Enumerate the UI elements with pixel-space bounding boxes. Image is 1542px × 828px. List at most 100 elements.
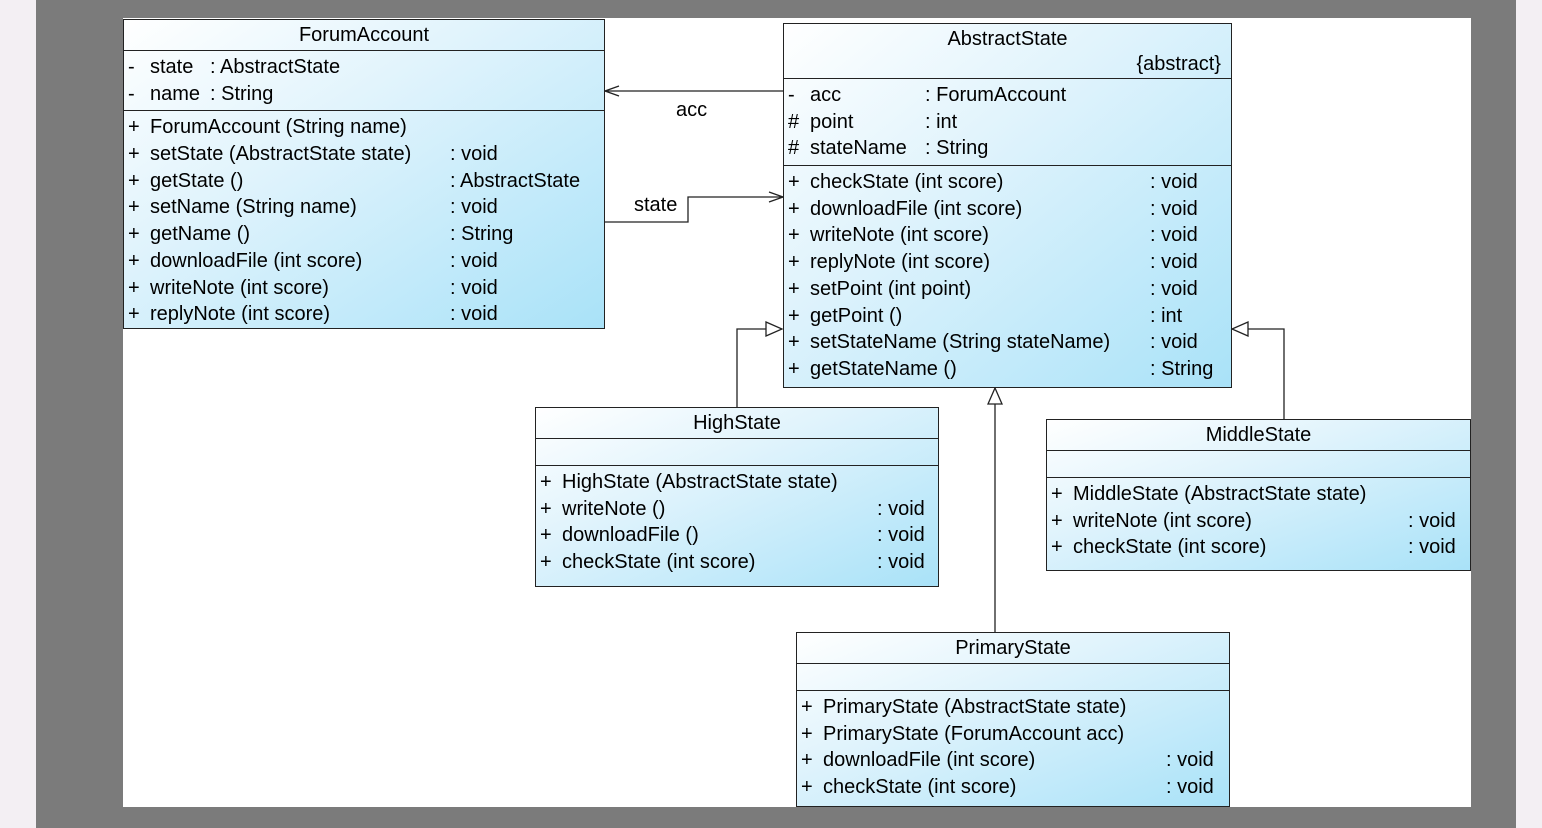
member-type: : String [925, 137, 989, 160]
operation-row[interactable]: +writeNote (int score): void [128, 275, 604, 302]
attribute-row[interactable]: # stateName : String [788, 135, 1231, 162]
operation-row[interactable]: +ForumAccount (String name) [128, 114, 604, 141]
attribute-row[interactable]: -name: String [128, 81, 604, 108]
visibility-marker: + [128, 169, 140, 192]
operation-row[interactable]: +writeNote (): void [540, 496, 938, 523]
operation-row[interactable]: +checkState (int score): void [1051, 534, 1470, 561]
operation-row[interactable]: +downloadFile (int score): void [128, 248, 604, 275]
member-type: : void [1150, 251, 1198, 274]
operation-row[interactable]: +setStateName (String stateName): void [788, 329, 1231, 356]
member-type: : void [450, 276, 498, 299]
visibility-marker: + [540, 524, 552, 547]
member-name: replyNote (int score) [150, 303, 331, 326]
operation-row[interactable]: +getStateName (): String [788, 356, 1231, 383]
operation-row[interactable]: +downloadFile (int score): void [788, 196, 1231, 223]
member-type: : void [450, 303, 498, 326]
member-type: : AbstractState [210, 56, 341, 78]
class-middle-state[interactable]: MiddleState +MiddleState (AbstractState … [1046, 419, 1471, 571]
operation-row[interactable]: +setState (AbstractState state): void [128, 141, 604, 168]
member-name: checkState (int score) [810, 171, 1004, 194]
member-name: downloadFile () [562, 524, 699, 547]
visibility-marker: + [1051, 536, 1063, 559]
member-name: point [810, 110, 854, 133]
visibility-marker: + [788, 171, 800, 194]
class-abstract-state[interactable]: AbstractState {abstract} -acc: ForumAcco… [783, 23, 1232, 388]
class-high-state[interactable]: HighState +HighState (AbstractState stat… [535, 407, 939, 587]
operation-row[interactable]: +checkState (int score): void [801, 774, 1229, 801]
member-type: : void [1150, 197, 1198, 220]
member-name: checkState (int score) [823, 776, 1017, 799]
member-type: : ForumAccount [925, 84, 1067, 106]
visibility-marker: + [801, 749, 813, 772]
visibility-marker: - [128, 82, 135, 105]
member-name: acc [810, 84, 842, 106]
class-forum-account[interactable]: ForumAccount -state: AbstractState-name:… [123, 19, 605, 329]
member-type: : void [1166, 776, 1214, 799]
operation-row[interactable]: +getPoint (): int [788, 303, 1231, 330]
member-name: ForumAccount (String name) [150, 116, 407, 139]
member-type: : int [1150, 304, 1183, 327]
operation-row[interactable]: +PrimaryState (AbstractState state) [801, 694, 1229, 721]
operation-row[interactable]: +downloadFile (): void [540, 522, 938, 549]
member-name: checkState (int score) [562, 551, 756, 574]
member-type: : void [450, 249, 498, 272]
visibility-marker: # [788, 110, 800, 133]
operation-row[interactable]: +getState (): AbstractState [128, 168, 604, 195]
member-type: : void [1408, 536, 1456, 559]
operation-row[interactable]: +checkState (int score): void [540, 549, 938, 576]
attribute-row[interactable]: -state: AbstractState [128, 54, 604, 81]
visibility-marker: + [128, 303, 140, 326]
attributes-section [1047, 451, 1470, 478]
operation-row[interactable]: +MiddleState (AbstractState state) [1051, 481, 1470, 508]
member-type: : void [1150, 171, 1198, 194]
operation-row[interactable]: +writeNote (int score): void [1051, 508, 1470, 535]
member-name: writeNote (int score) [150, 276, 329, 299]
member-name: writeNote (int score) [1073, 509, 1252, 532]
member-type: : int [925, 110, 958, 133]
operations-section: +checkState (int score): void+downloadFi… [784, 166, 1231, 385]
operation-row[interactable]: +PrimaryState (ForumAccount acc) [801, 721, 1229, 748]
operation-row[interactable]: +getName (): String [128, 221, 604, 248]
visibility-marker: - [128, 56, 135, 78]
operation-row[interactable]: +writeNote (int score): void [788, 222, 1231, 249]
member-name: writeNote (int score) [810, 224, 989, 247]
attribute-row[interactable]: -acc: ForumAccount [788, 82, 1231, 109]
member-name: setStateName (String stateName) [810, 331, 1111, 354]
member-name: PrimaryState (AbstractState state) [823, 696, 1127, 718]
operation-row[interactable]: +downloadFile (int score): void [801, 747, 1229, 774]
member-name: getName () [150, 223, 251, 246]
class-name: HighState [536, 408, 938, 439]
assoc-acc-label: acc [676, 99, 708, 121]
member-name: writeNote () [562, 497, 666, 520]
member-type: : void [1150, 224, 1198, 247]
visibility-marker: + [540, 471, 552, 493]
operations-section: +ForumAccount (String name)+setState (Ab… [124, 111, 604, 330]
visibility-marker: + [128, 196, 140, 219]
operation-row[interactable]: + checkState (int score) : void [788, 169, 1231, 196]
operation-row[interactable]: +HighState (AbstractState state) [540, 469, 938, 496]
visibility-marker: + [788, 357, 800, 380]
member-name: stateName [810, 137, 907, 160]
operation-row[interactable]: +setPoint (int point): void [788, 276, 1231, 303]
operation-row[interactable]: +setName (String name): void [128, 194, 604, 221]
member-type: : void [1150, 331, 1198, 354]
member-type: : void [1408, 509, 1456, 532]
member-name: setName (String name) [150, 196, 357, 219]
operation-row[interactable]: +replyNote (int score): void [788, 249, 1231, 276]
operation-row[interactable]: + replyNote (int score) : void [128, 301, 604, 328]
class-stereotype: {abstract} [1136, 53, 1221, 75]
member-type: : void [1150, 277, 1198, 300]
visibility-marker: # [788, 137, 800, 160]
member-type: : void [1166, 749, 1214, 772]
visibility-marker: + [128, 223, 140, 246]
class-primary-state[interactable]: PrimaryState +PrimaryState (AbstractStat… [796, 632, 1230, 807]
class-header: AbstractState {abstract} [784, 24, 1231, 79]
member-name: downloadFile (int score) [150, 249, 363, 272]
attributes-section: -acc: ForumAccount#point: int#stateName:… [784, 79, 1231, 167]
operations-section: +HighState (AbstractState state)+writeNo… [536, 466, 938, 578]
attributes-section: -state: AbstractState-name: String [124, 51, 604, 112]
assoc-state-label: state [634, 194, 678, 216]
attribute-row[interactable]: # point : int [788, 109, 1231, 136]
member-type: : AbstractState [450, 169, 581, 192]
visibility-marker: + [788, 277, 800, 300]
